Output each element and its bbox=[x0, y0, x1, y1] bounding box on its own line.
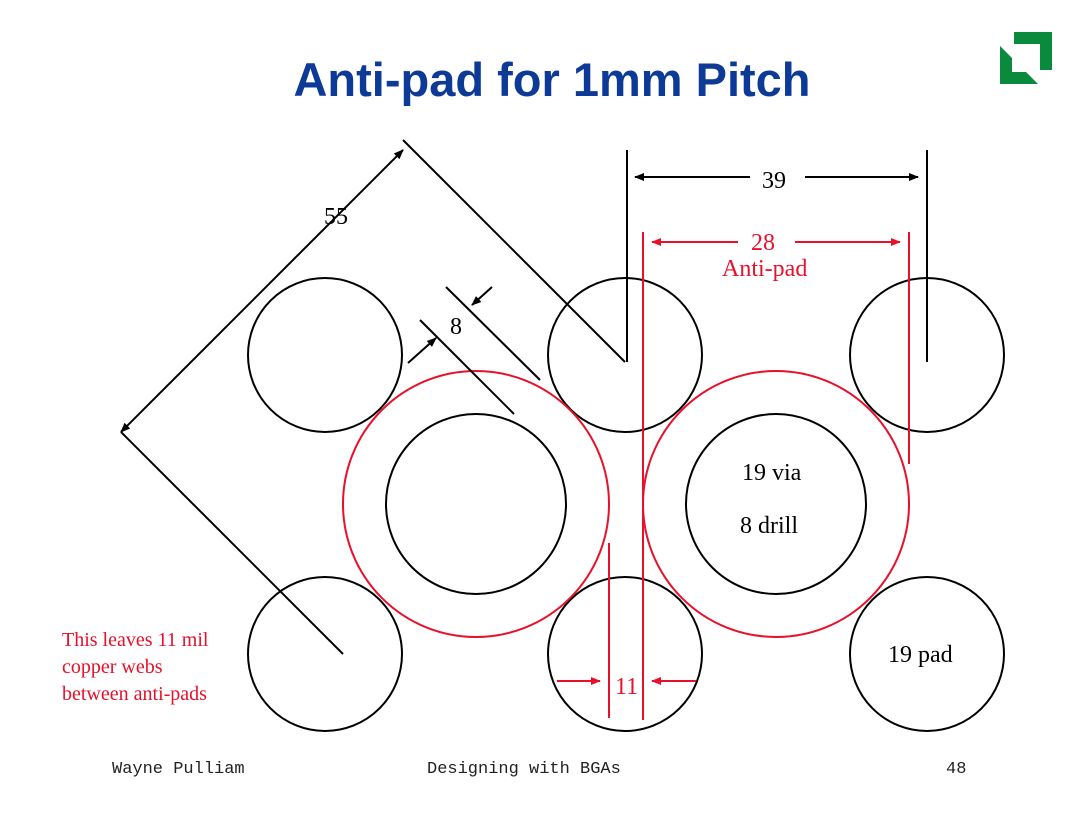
dim-28-label: 28 bbox=[751, 230, 775, 256]
footer-author: Wayne Pulliam bbox=[112, 760, 245, 779]
dim-11-label: 11 bbox=[615, 674, 638, 700]
dim-39-label: 39 bbox=[762, 168, 786, 194]
pad-top-center bbox=[547, 277, 703, 433]
drill-size-label: 8 drill bbox=[740, 513, 798, 539]
pad-top-left bbox=[247, 277, 403, 433]
dim-39-lines bbox=[626, 150, 928, 362]
via-size-label: 19 via bbox=[742, 460, 802, 486]
pad-bottom-center bbox=[547, 576, 703, 732]
footer-page-number: 48 bbox=[946, 760, 967, 779]
dim-28-lines bbox=[642, 232, 910, 720]
note-line-3: between anti-pads bbox=[62, 683, 207, 705]
dim-55-lines bbox=[120, 139, 626, 655]
dim-11-lines bbox=[557, 543, 696, 718]
antipad-left bbox=[342, 370, 610, 638]
note-line-1: This leaves 11 mil bbox=[62, 629, 209, 651]
footer-course: Designing with BGAs bbox=[427, 760, 621, 779]
dim-55-label: 55 bbox=[324, 204, 348, 230]
amd-logo-icon bbox=[1000, 32, 1052, 84]
slide-title: Anti-pad for 1mm Pitch bbox=[293, 53, 811, 106]
via-left bbox=[385, 413, 567, 595]
via-right bbox=[685, 413, 867, 595]
dim-8-label: 8 bbox=[450, 314, 462, 340]
pad-size-label: 19 pad bbox=[888, 642, 953, 668]
pad-bottom-left bbox=[247, 576, 403, 732]
dim-8-lines bbox=[407, 286, 541, 415]
antipad-right bbox=[642, 370, 910, 638]
antipad-label: Anti-pad bbox=[722, 256, 807, 282]
pad-bottom-right bbox=[849, 576, 1005, 732]
note-line-2: copper webs bbox=[62, 656, 163, 678]
